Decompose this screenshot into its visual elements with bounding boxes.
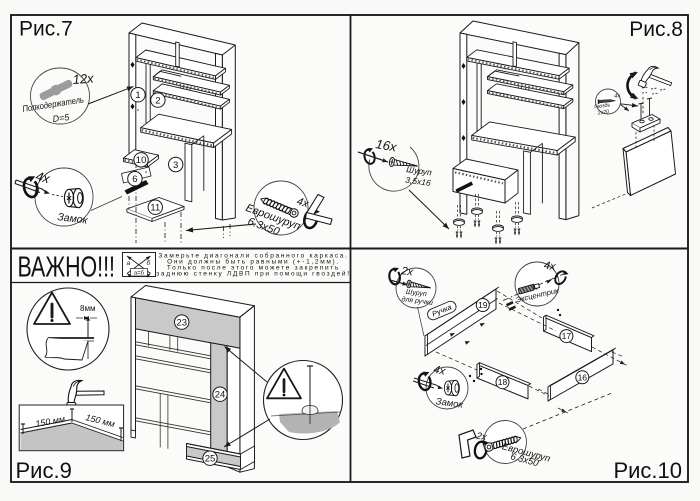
svg-text:Рис.10: Рис.10 [613,458,682,483]
svg-text:2: 2 [155,95,160,106]
svg-text:25: 25 [205,454,216,465]
svg-text:10: 10 [136,155,147,166]
svg-text:2x: 2x [400,265,415,279]
svg-text:Рис.8: Рис.8 [629,18,683,41]
svg-text:17: 17 [562,331,572,341]
svg-text:18: 18 [498,377,508,387]
svg-text:8мм: 8мм [80,304,95,313]
svg-text:Рис.9: Рис.9 [16,458,72,483]
svg-text:ВАЖНО!!!: ВАЖНО!!! [18,252,116,284]
svg-text:1: 1 [135,90,140,101]
svg-text:4x: 4x [543,260,557,274]
svg-text:3: 3 [173,160,178,171]
svg-text:11: 11 [150,203,160,214]
svg-text:б: б [147,259,151,267]
svg-text:19: 19 [478,300,488,310]
svg-text:6: 6 [132,174,137,185]
svg-text:а=б: а=б [134,271,145,277]
svg-text:24: 24 [215,390,226,401]
svg-text:заднюю стенку ЛДВП при помощи: заднюю стенку ЛДВП при помощи гвоздей! [156,269,351,277]
svg-text:16: 16 [578,372,588,382]
svg-text:12x: 12x [72,71,94,87]
svg-text:23: 23 [176,317,187,328]
svg-text:Рис.7: Рис.7 [19,18,73,41]
svg-text:а: а [127,260,131,267]
